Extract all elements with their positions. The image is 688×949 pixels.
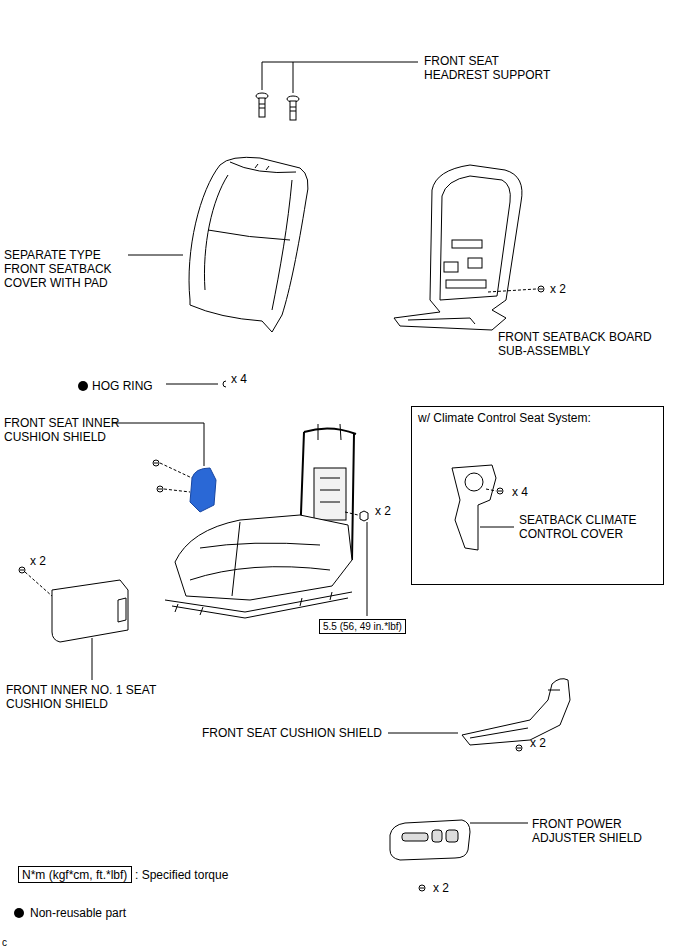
text-line: FRONT SEAT INNER [4,416,119,430]
variant-box: w/ Climate Control Seat System: x 4 SEATBA… [411,406,664,585]
text-line: SEATBACK CLIMATE [519,513,637,527]
text-line: x 2 [550,282,566,296]
text-line: x 2 [530,736,546,750]
text-line: FRONT INNER NO. 1 SEAT [6,683,156,697]
quantity: x 2 [375,504,391,518]
seatback-board [394,165,544,330]
legend-torque-box: N*m (kgf*cm, ft.*lbf) [18,866,132,883]
text-line: COVER WITH PAD [4,276,112,290]
node-text: 5.5 (56, 49 in.*lbf) [323,621,402,633]
text-line: SEPARATE TYPE [4,248,112,262]
cushion-shield [388,679,570,751]
node-text: SEATBACK CLIMATE CONTROL COVER [519,513,637,541]
figure-code: c [2,936,7,949]
text-line: x 2 [375,504,391,518]
text-line: SUB-ASSEMBLY [498,344,652,358]
torque-box: 5.5 (56, 49 in.*lbf) [319,619,406,634]
text-line: x 2 [30,554,46,568]
text-line: 5.5 (56, 49 in.*lbf) [323,621,402,633]
quantity: x 2 [433,881,449,895]
quantity: x 4 [231,372,247,386]
legend-text: Non-reusable part [30,906,126,920]
legend-dot [14,908,24,918]
text-line: HOG RING [92,379,153,393]
quantity: x 2 [30,554,46,568]
quantity: x 2 [530,736,546,750]
text-line: x 2 [433,881,449,895]
inner-cushion-shield [112,423,216,512]
seat-frame [165,424,368,618]
text-line: FRONT SEATBACK [4,262,112,276]
headrest-support [256,62,418,120]
text-line: CONTROL COVER [519,527,637,541]
power-adjuster-shield [390,820,528,891]
text-line: CUSHION SHIELD [6,697,156,711]
text-line: FRONT SEAT [424,54,550,68]
text-line: ADJUSTER SHIELD [532,831,642,845]
part-name: FRONT INNER NO. 1 SEAT CUSHION SHIELD [6,683,156,711]
part-name: FRONT SEATBACK BOARD SUB-ASSEMBLY [498,330,652,358]
text-line: FRONT POWER [532,817,642,831]
text-line: N*m (kgf*cm, ft.*lbf) [22,868,127,882]
part-name: FRONT SEAT CUSHION SHIELD [202,726,382,740]
part-name: FRONT SEAT INNER CUSHION SHIELD [4,416,119,444]
text-line: CUSHION SHIELD [4,430,119,444]
legend-text: : Specified torque [135,868,228,882]
node-text: w/ Climate Control Seat System: [418,411,591,425]
climate-control-cover [452,465,514,550]
text-line: HEADREST SUPPORT [424,68,550,82]
text-line: FRONT SEATBACK BOARD [498,330,652,344]
part-name: SEPARATE TYPE FRONT SEATBACK COVER WITH … [4,248,112,290]
text-line: w/ Climate Control Seat System: [418,411,591,425]
part-name: FRONT POWER ADJUSTER SHIELD [532,817,642,845]
seatback-cover [128,157,308,332]
node-text: N*m (kgf*cm, ft.*lbf) [22,868,127,882]
quantity: x 2 [550,282,566,296]
node-text: x 4 [512,485,528,499]
text-line: x 4 [512,485,528,499]
text-line: x 4 [231,372,247,386]
inner-no1-shield [19,567,128,680]
part-name: FRONT SEAT HEADREST SUPPORT [424,54,550,82]
text-line: FRONT SEAT CUSHION SHIELD [202,726,382,740]
text-line: c [2,936,7,949]
part-name: HOG RING [92,379,153,393]
